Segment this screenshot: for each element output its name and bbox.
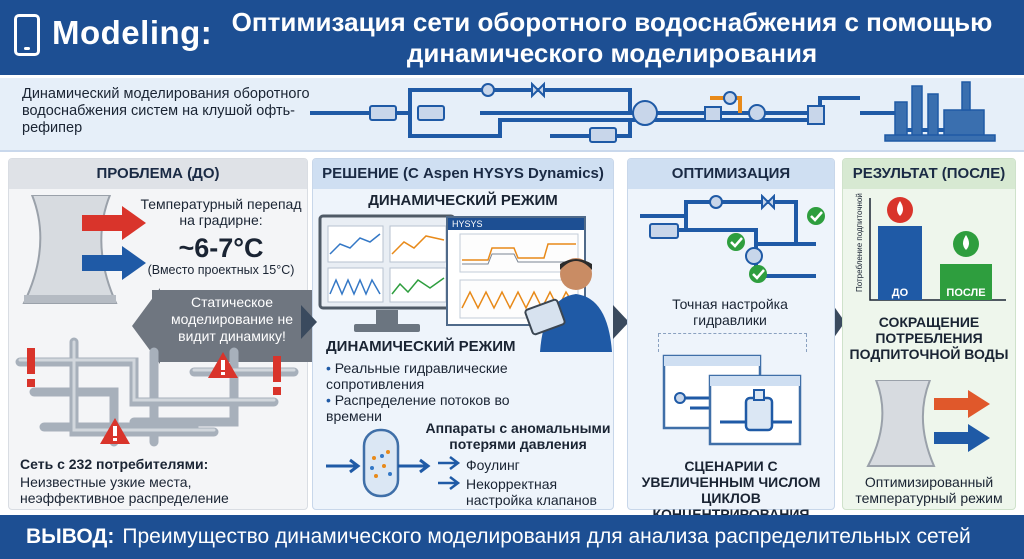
process-flow-diagram [310, 81, 996, 143]
conclusion-footer: ВЫВОД: Преимущество динамического моделир… [0, 515, 1024, 559]
header-banner: Modeling: Оптимизация сети оборотного во… [0, 0, 1024, 75]
fouling-label: Фоулинг [466, 457, 520, 473]
reduction-label: СОКРАЩЕНИЕ ПОТРЕБЛЕНИЯ ПОДПИТОЧНОЙ ВОДЫ [849, 314, 1009, 362]
optimized-network-icon [640, 194, 825, 283]
optimization-heading: ОПТИМИЗАЦИЯ [628, 159, 834, 189]
result-heading: РЕЗУЛЬТАТ (ПОСЛЕ) [843, 159, 1015, 189]
bullet-hydraulic-text: Реальные гидравлические сопротивления [326, 360, 508, 392]
pipe-network-icon [15, 337, 299, 447]
phone-icon [14, 14, 40, 56]
dash-line-3 [658, 333, 807, 334]
red-drop-icon [887, 197, 913, 223]
bullet-flow: • Распределение потоков во времени [326, 392, 526, 424]
panel-arrow-icon-3 [833, 305, 845, 339]
hot-arrow-icon [82, 206, 146, 240]
separator-vessel-icon [326, 428, 431, 498]
cooling-tower-icon-after [866, 380, 936, 467]
orange-loop [710, 96, 742, 113]
chart-axis-label: Потребление подпиточной воды [855, 192, 864, 292]
warning-exclaim-icon-2 [273, 356, 281, 395]
subheader-text: Динамический моделирования оборотного во… [22, 86, 310, 136]
temp-value: ~6-7°C [178, 233, 264, 263]
warning-triangle-icon [208, 352, 238, 378]
monitor-icon [318, 214, 456, 332]
bullet-hydraulic: • Реальные гидравлические сопротивления [326, 360, 526, 392]
tuning-label: Точная настройка гидравлики [672, 296, 788, 328]
hysys-titlebar: HYSYS [448, 218, 584, 230]
bar-after-label: ПОСЛЕ [946, 287, 985, 299]
bar-before-label: ДО [892, 287, 909, 299]
panel-arrow-icon-2 [613, 305, 629, 339]
green-drop-icon [953, 231, 979, 257]
warning-exclaim-icon [27, 348, 35, 387]
arrow-right-icon [438, 456, 461, 470]
network-title: Сеть с 232 потребителями: [20, 456, 209, 472]
conclusion-key: ВЫВОД: [26, 525, 115, 548]
temp-note: (Вместо проектных 15°C) [147, 263, 295, 277]
hot-arrow-icon-after [934, 390, 990, 418]
page-title: Оптимизация сети оборотного водоснабжени… [231, 7, 993, 68]
engineer-icon [524, 258, 612, 352]
check-icons [727, 207, 825, 283]
dash-line-2 [806, 334, 807, 352]
scenarios-label: СЦЕНАРИИ С УВЕЛИЧЕННЫМ ЧИСЛОМ ЦИКЛОВ КОН… [641, 458, 821, 522]
bar-before [878, 226, 922, 300]
devices-title: Аппараты с аномальными потерями давления [425, 420, 611, 452]
bullet-dot-icon-2: • [326, 392, 331, 408]
water-consumption-chart: Потребление подпиточной воды ДО ПОСЛЕ [855, 192, 1006, 301]
result-panel: РЕЗУЛЬТАТ (ПОСЛЕ) [842, 158, 1016, 510]
bullet-dot-icon: • [326, 360, 331, 376]
refinery-icon [884, 81, 996, 142]
cold-arrow-icon-after [934, 424, 990, 452]
panel-arrow-icon-1 [301, 305, 317, 339]
bar-after [940, 264, 992, 300]
problem-heading: ПРОБЛЕМА (ДО) [9, 159, 307, 189]
bullet-flow-text: Распределение потоков во времени [326, 392, 510, 424]
solution-heading: РЕШЕНИЕ (С Aspen HYSYS Dynamics) [313, 159, 613, 189]
temp-label: Температурный перепад на градирне: [140, 196, 302, 228]
optimized-label: Оптимизированный температурный режим [855, 474, 1003, 506]
warning-triangle-icon-2 [100, 418, 130, 444]
brand-label: Modeling: [52, 14, 213, 51]
conclusion-text: Преимущество динамического моделирования… [122, 525, 971, 548]
cold-arrow-icon [82, 246, 146, 280]
dash-line-1 [658, 334, 659, 352]
arrow-right-icon-2 [438, 476, 461, 490]
dynamic-mode-label-mid: ДИНАМИЧЕСКИЙ РЕЖИМ [326, 338, 516, 355]
network-text: Неизвестные узкие места, неэффективное р… [20, 474, 229, 506]
scenario-windows-icon [662, 354, 802, 446]
valve-label: Некорректная настройка клапанов [466, 476, 597, 508]
dynamic-mode-label-top: ДИНАМИЧЕСКИЙ РЕЖИМ [368, 192, 558, 209]
